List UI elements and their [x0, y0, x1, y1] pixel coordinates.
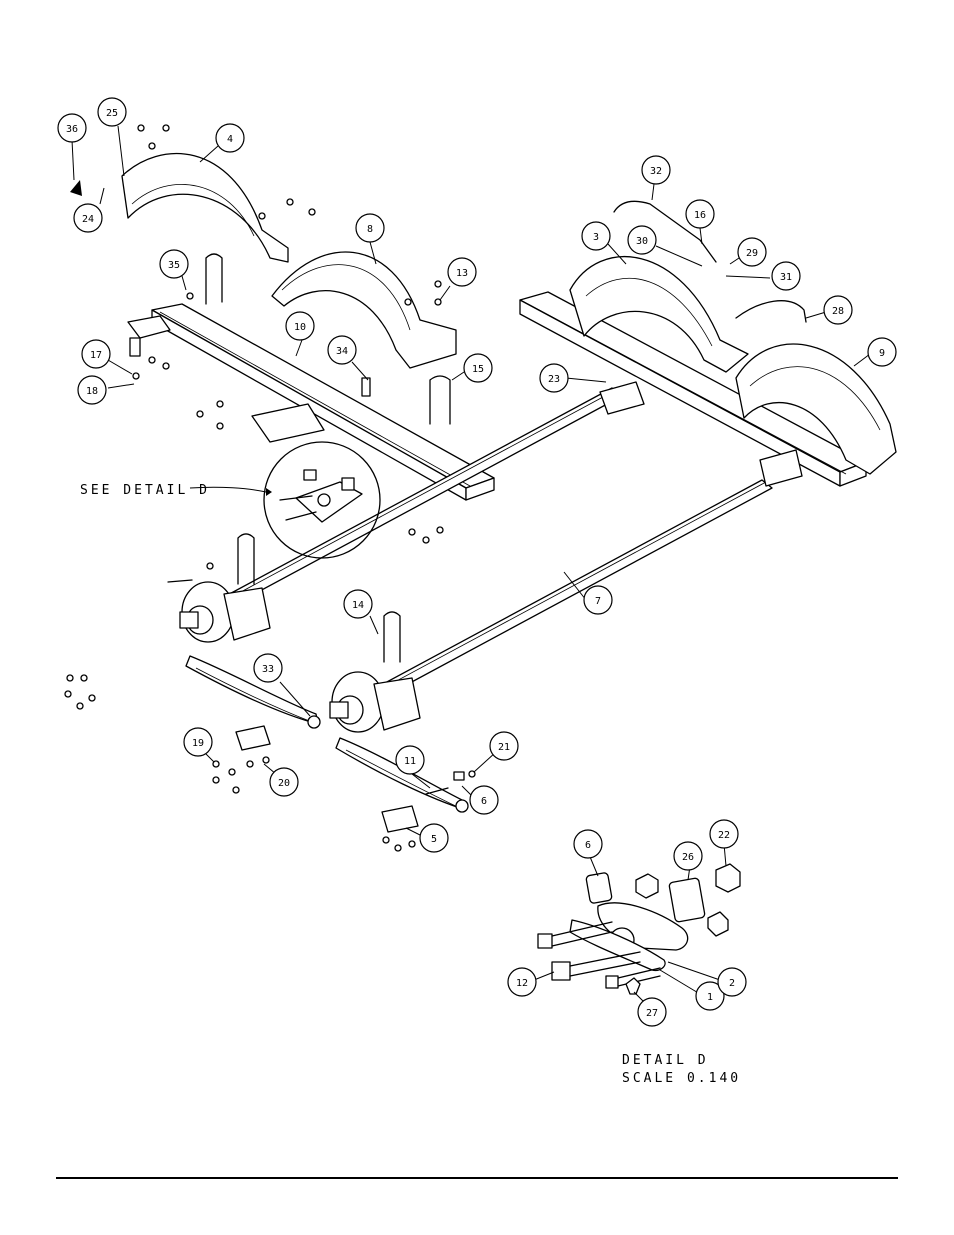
callout-10: 10 [285, 311, 315, 341]
callout-21: 21 [489, 731, 519, 761]
svg-text:10: 10 [294, 322, 306, 333]
leader-lines [71, 125, 871, 1005]
svg-text:6: 6 [585, 840, 591, 851]
detail-d-title: DETAIL D [622, 1053, 709, 1068]
svg-text:30: 30 [636, 236, 648, 247]
callout-3: 3 [581, 221, 611, 251]
callout-2: 2 [717, 967, 747, 997]
svg-text:24: 24 [82, 214, 94, 225]
svg-text:4: 4 [227, 134, 233, 145]
callout-35: 35 [159, 249, 189, 279]
callout-33: 33 [253, 653, 283, 683]
svg-text:35: 35 [168, 260, 180, 271]
svg-text:27: 27 [646, 1008, 658, 1019]
callout-32: 32 [641, 155, 671, 185]
svg-text:17: 17 [90, 350, 102, 361]
callout-24: 24 [73, 203, 103, 233]
callout-34: 34 [327, 335, 357, 365]
fender-right-rear [735, 343, 897, 475]
callout-31: 31 [771, 261, 801, 291]
fender-left-rear [271, 251, 457, 369]
callout-8: 8 [355, 213, 385, 243]
svg-text:16: 16 [694, 210, 706, 221]
callout-26: 26 [673, 841, 703, 871]
svg-text:18: 18 [86, 386, 98, 397]
callout-25: 25 [97, 97, 127, 127]
svg-text:7: 7 [595, 596, 601, 607]
svg-text:25: 25 [106, 108, 118, 119]
hardware-nuts [64, 124, 476, 852]
svg-text:3: 3 [593, 232, 599, 243]
svg-text:5: 5 [431, 834, 437, 845]
svg-text:9: 9 [879, 348, 885, 359]
callout-9: 9 [867, 337, 897, 367]
rear-axle [371, 479, 773, 699]
svg-text:11: 11 [404, 756, 416, 767]
callout-22: 22 [709, 819, 739, 849]
callout-27: 27 [637, 997, 667, 1027]
svg-text:34: 34 [336, 346, 348, 357]
callout-5: 5 [419, 823, 449, 853]
callout-15: 15 [463, 353, 493, 383]
callout-11: 11 [395, 745, 425, 775]
svg-text:33: 33 [262, 664, 274, 675]
callout-19: 19 [183, 727, 213, 757]
hub-front [179, 581, 271, 643]
detail-d-exploded [537, 863, 741, 995]
callout-23: 23 [539, 363, 569, 393]
see-detail-label: SEE DETAIL D [80, 483, 210, 498]
callout-6b: 6 [573, 829, 603, 859]
callout-30: 30 [627, 225, 657, 255]
callout-29: 29 [737, 237, 767, 267]
callout-20: 20 [269, 767, 299, 797]
svg-text:28: 28 [832, 306, 844, 317]
svg-text:14: 14 [352, 600, 364, 611]
svg-text:13: 13 [456, 268, 468, 279]
hub-rear [329, 671, 421, 733]
hangers-and-plates [235, 381, 803, 833]
callout-12: 12 [507, 967, 537, 997]
brake-lines [613, 200, 807, 323]
callout-7: 7 [583, 585, 613, 615]
svg-text:32: 32 [650, 166, 662, 177]
fender-left-front [121, 152, 289, 263]
svg-text:20: 20 [278, 778, 290, 789]
callout-17: 17 [81, 339, 111, 369]
see-detail-note: SEE DETAIL D [80, 483, 272, 498]
svg-text:19: 19 [192, 738, 204, 749]
leaf-spring-front [185, 655, 321, 729]
callout-28: 28 [823, 295, 853, 325]
callout-13: 13 [447, 257, 477, 287]
detail-d-scale: SCALE 0.140 [622, 1071, 741, 1086]
callout-16: 16 [685, 199, 715, 229]
callout-14: 14 [343, 589, 373, 619]
svg-text:31: 31 [780, 272, 792, 283]
svg-text:6: 6 [481, 796, 487, 807]
callout-4: 4 [215, 123, 245, 153]
callout-36: 36 [57, 113, 87, 143]
svg-text:23: 23 [548, 374, 560, 385]
callout-6a: 6 [469, 785, 499, 815]
callout-18: 18 [77, 375, 107, 405]
svg-text:22: 22 [718, 830, 730, 841]
svg-text:1: 1 [707, 992, 713, 1003]
svg-text:36: 36 [66, 124, 78, 135]
svg-text:12: 12 [516, 978, 528, 989]
detail-d-circle [263, 441, 381, 559]
svg-text:26: 26 [682, 852, 694, 863]
svg-text:2: 2 [729, 978, 735, 989]
fender-right-front [569, 256, 749, 373]
callout-1: 1 [695, 981, 725, 1011]
svg-text:21: 21 [498, 742, 510, 753]
svg-text:29: 29 [746, 248, 758, 259]
svg-text:15: 15 [472, 364, 484, 375]
u-bolts [205, 253, 451, 663]
svg-text:8: 8 [367, 224, 373, 235]
